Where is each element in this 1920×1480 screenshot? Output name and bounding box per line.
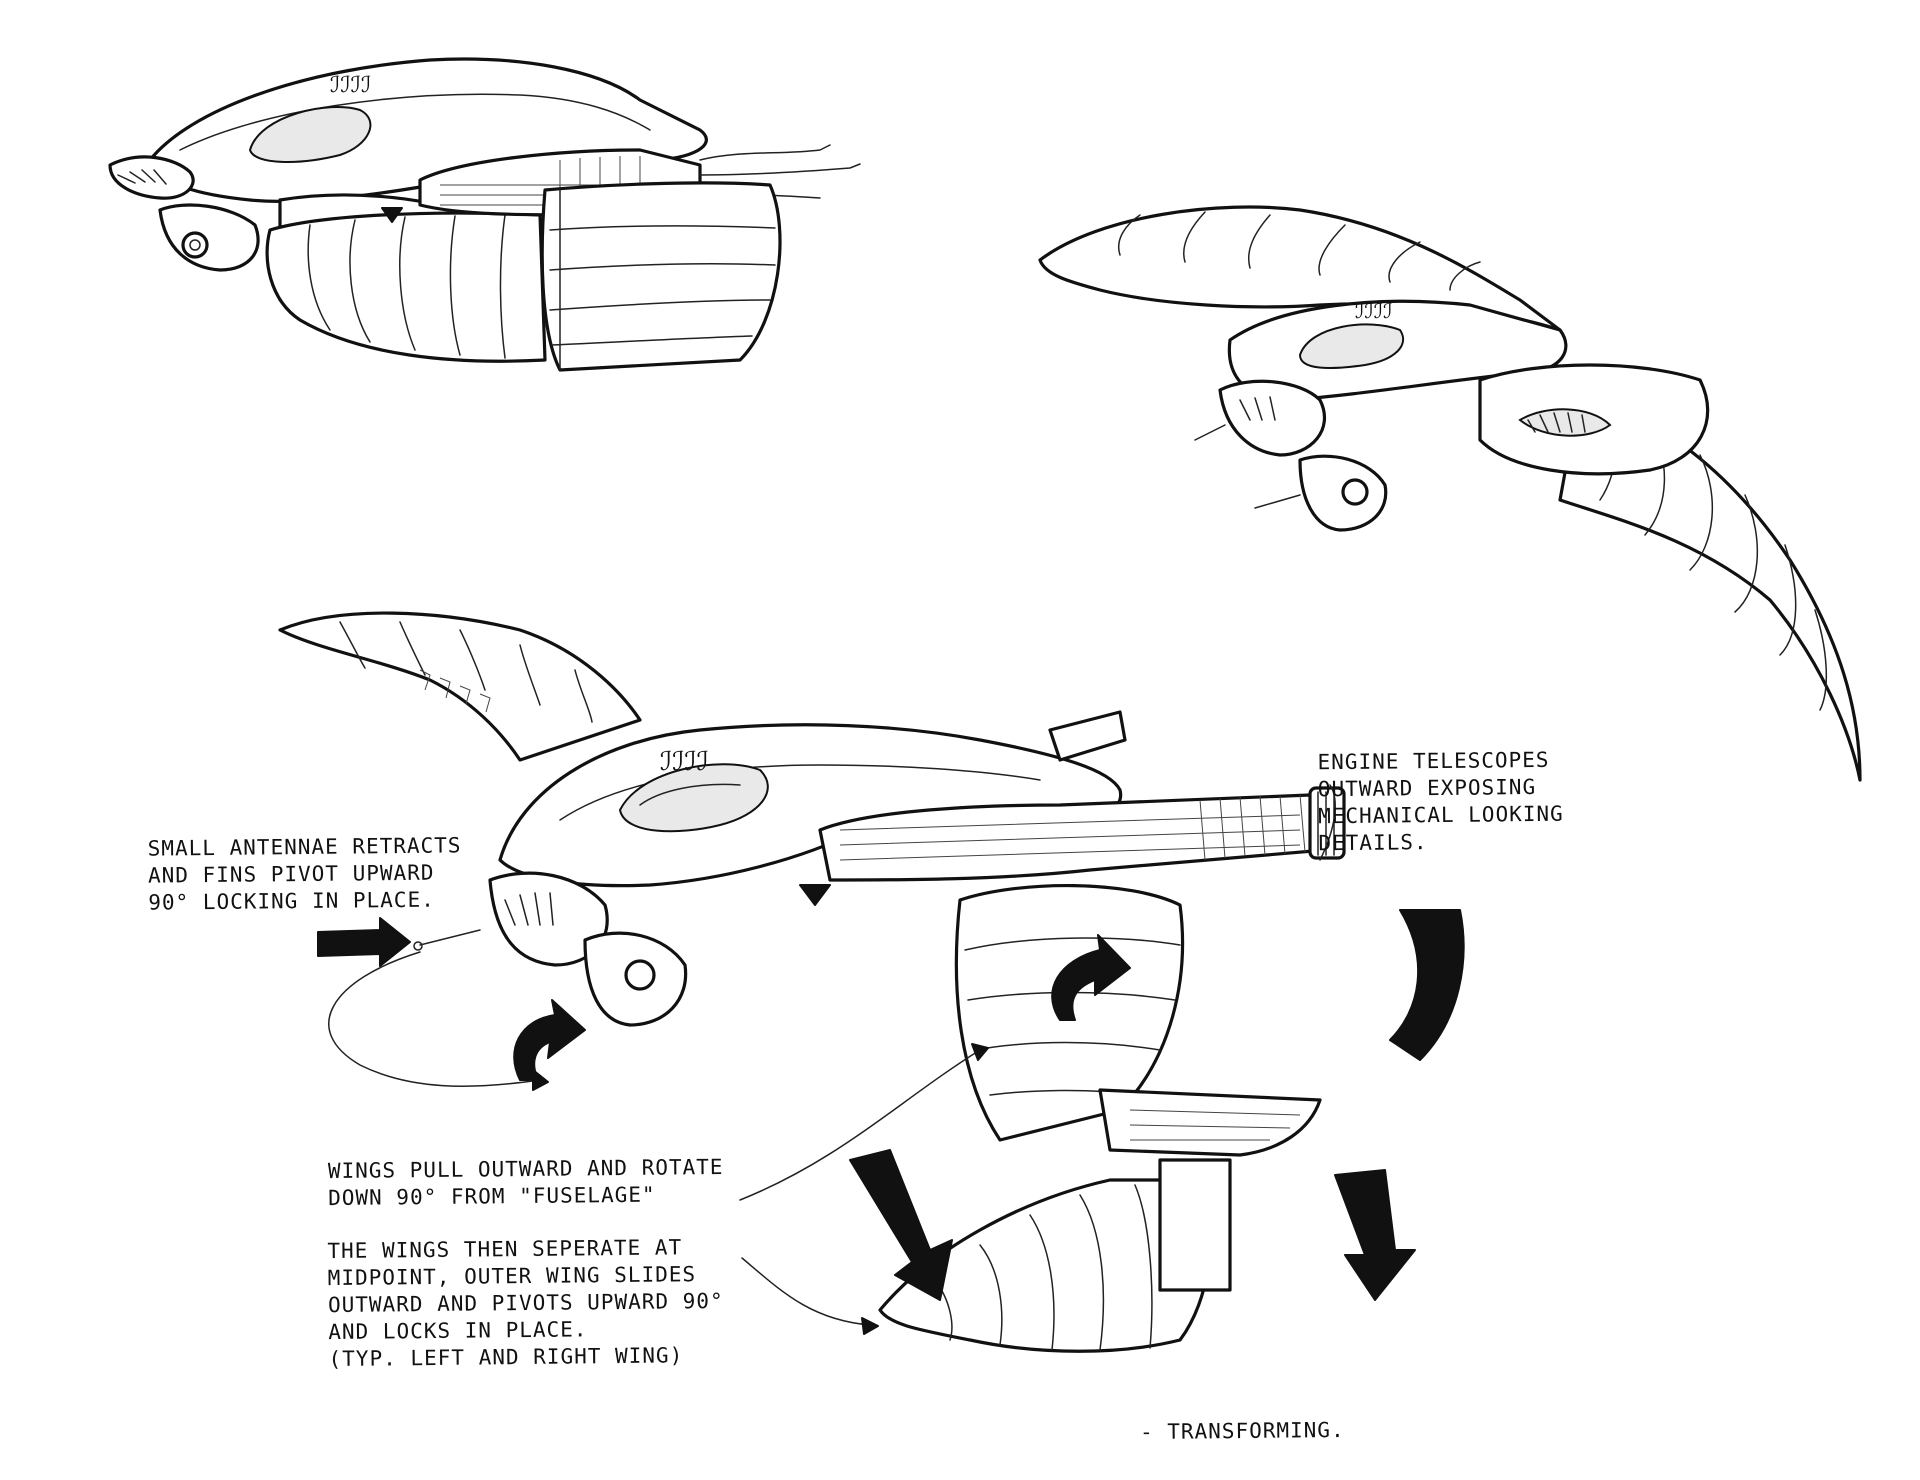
note-line: DOWN 90° FROM "FUSELAGE" <box>328 1182 656 1211</box>
note-line: OUTWARD AND PIVOTS UPWARD 90° <box>327 1288 724 1318</box>
ship-flying-sketch: ℐℐℐℐ <box>1038 205 1862 782</box>
note-line: ENGINE TELESCOPES <box>1317 747 1550 775</box>
note-line: AND LOCKS IN PLACE. <box>328 1317 588 1345</box>
ship-transforming-sketch: ℐℐℐℐ <box>278 611 1465 1353</box>
note-wings-separate: THE WINGS THEN SEPERATE AT MIDPOINT, OUT… <box>327 1234 724 1373</box>
note-line: MIDPOINT, OUTER WING SLIDES <box>327 1262 697 1291</box>
hull-marking-1: ℐℐℐℐ <box>330 73 371 98</box>
note-line: DETAILS. <box>1318 830 1428 856</box>
note-line: WINGS PULL OUTWARD AND ROTATE <box>327 1154 724 1184</box>
note-engine-telescopes: ENGINE TELESCOPES OUTWARD EXPOSING MECHA… <box>1317 747 1564 858</box>
ship-folded-sketch: ℐℐℐℐ <box>108 57 861 372</box>
caption-text: - TRANSFORMING. <box>1139 1417 1345 1445</box>
hull-marking-2: ℐℐℐℐ <box>1355 299 1393 323</box>
note-line: THE WINGS THEN SEPERATE AT <box>327 1235 683 1264</box>
note-antennae-retracts: SMALL ANTENNAE RETRACTS AND FINS PIVOT U… <box>148 832 463 916</box>
note-wings-rotate: WINGS PULL OUTWARD AND ROTATE DOWN 90° F… <box>328 1154 724 1212</box>
note-line: SMALL ANTENNAE RETRACTS <box>147 833 462 861</box>
note-line: MECHANICAL LOOKING <box>1318 801 1564 829</box>
note-line: AND FINS PIVOT UPWARD <box>147 860 435 888</box>
note-line: OUTWARD EXPOSING <box>1317 775 1537 802</box>
note-line: 90° LOCKING IN PLACE. <box>148 887 435 915</box>
note-line: (TYP. LEFT AND RIGHT WING) <box>328 1343 684 1372</box>
hull-marking-3: ℐℐℐℐ <box>660 747 709 777</box>
caption-transforming: - TRANSFORMING. <box>1140 1417 1345 1446</box>
